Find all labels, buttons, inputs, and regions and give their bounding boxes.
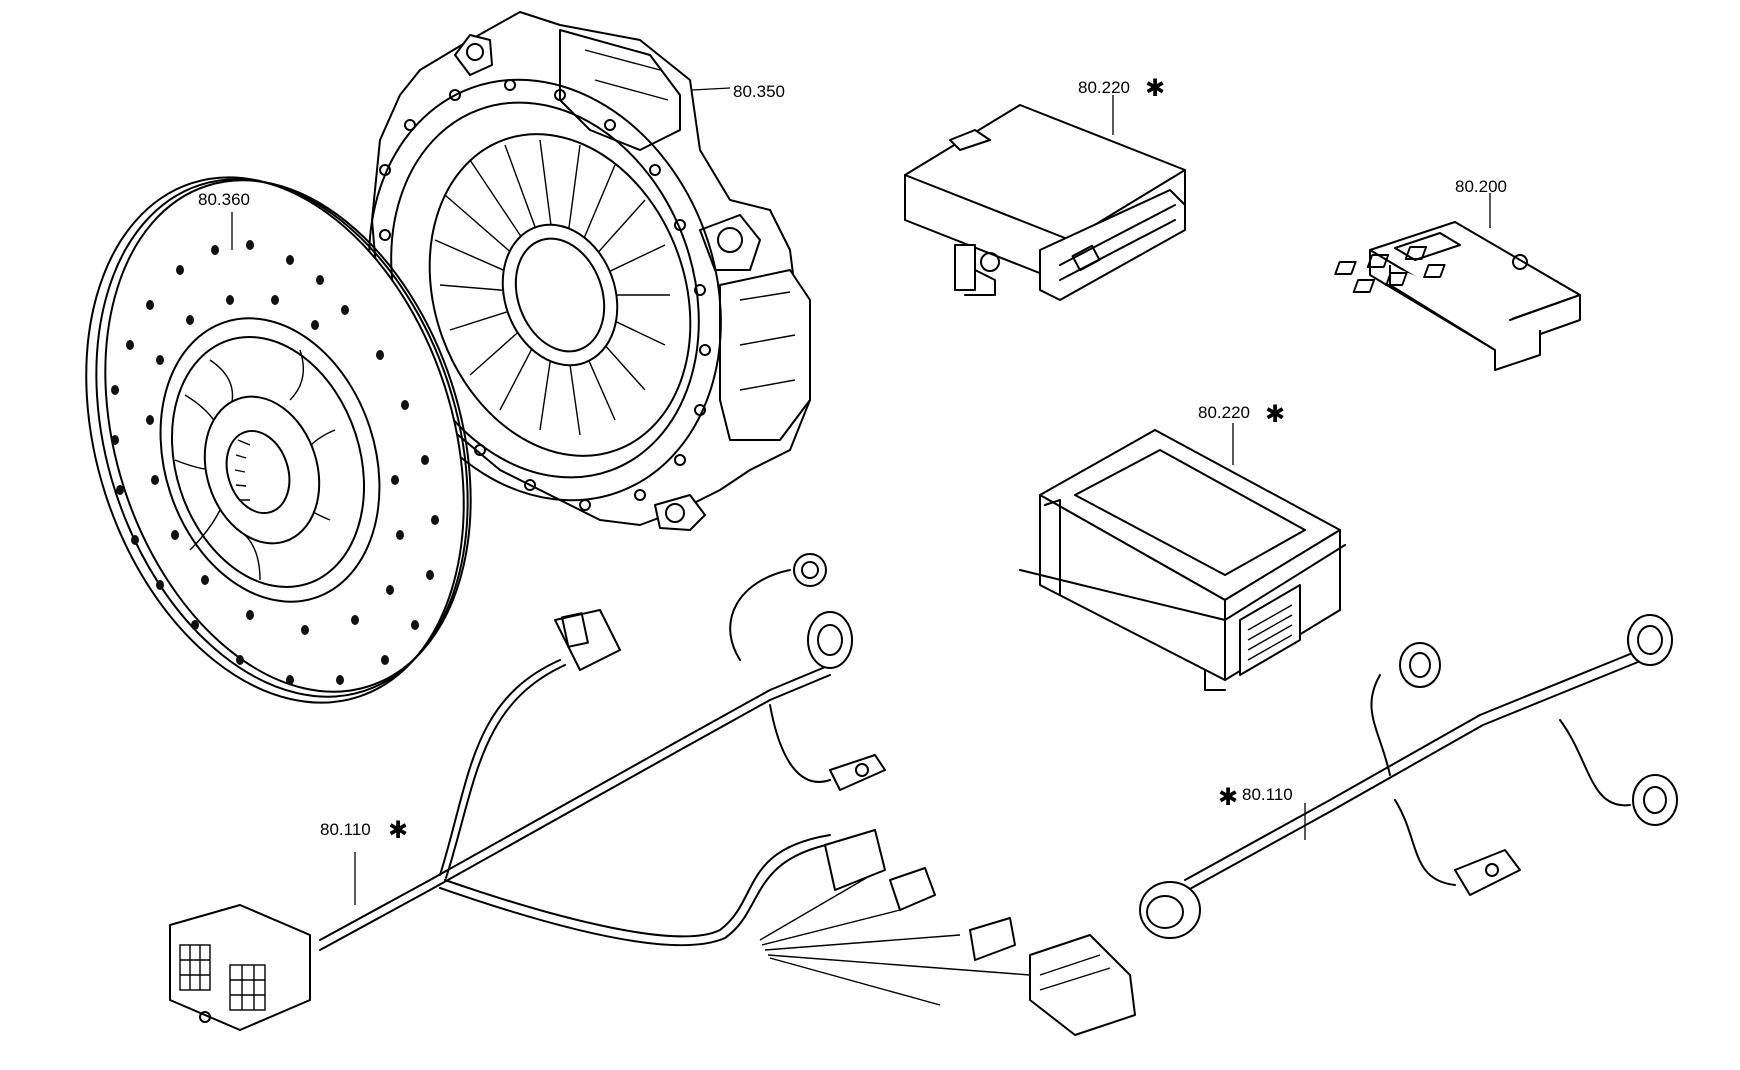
wiring-harness-left: 80.110 ✱ [169,553,1136,1036]
control-unit-top: 80.220 ✱ [904,74,1186,301]
control-unit-top-asterisk: ✱ [1145,74,1165,102]
control-unit-bottom: 80.220 ✱ [1019,400,1346,691]
diaphragm-spring [428,133,692,457]
switch-panel-label: 80.200 [1455,177,1507,196]
clutch-disc-assembly: 80.360 [85,176,472,704]
control-unit-bottom-asterisk: ✱ [1265,400,1285,428]
clutch-disc-label: 80.360 [198,190,250,209]
clutch-cover-label: 80.350 [733,82,785,101]
harness-left-label: 80.110 [320,820,371,839]
wiring-harness-right: ✱ 80.110 [1139,614,1678,939]
connector-pin-grid [179,944,266,1011]
harness-left-asterisk: ✱ [388,816,408,844]
switch-buttons [1334,246,1528,293]
friction-rivet-holes [111,240,439,685]
switch-panel: 80.200 [1334,177,1581,371]
harness-right-label: 80.110 [1242,785,1293,804]
control-unit-top-label: 80.220 [1078,78,1130,97]
control-unit-bottom-label: 80.220 [1198,403,1250,422]
clutch-cover-assembly: 80.350 [368,11,811,531]
harness-right-asterisk: ✱ [1218,783,1238,811]
